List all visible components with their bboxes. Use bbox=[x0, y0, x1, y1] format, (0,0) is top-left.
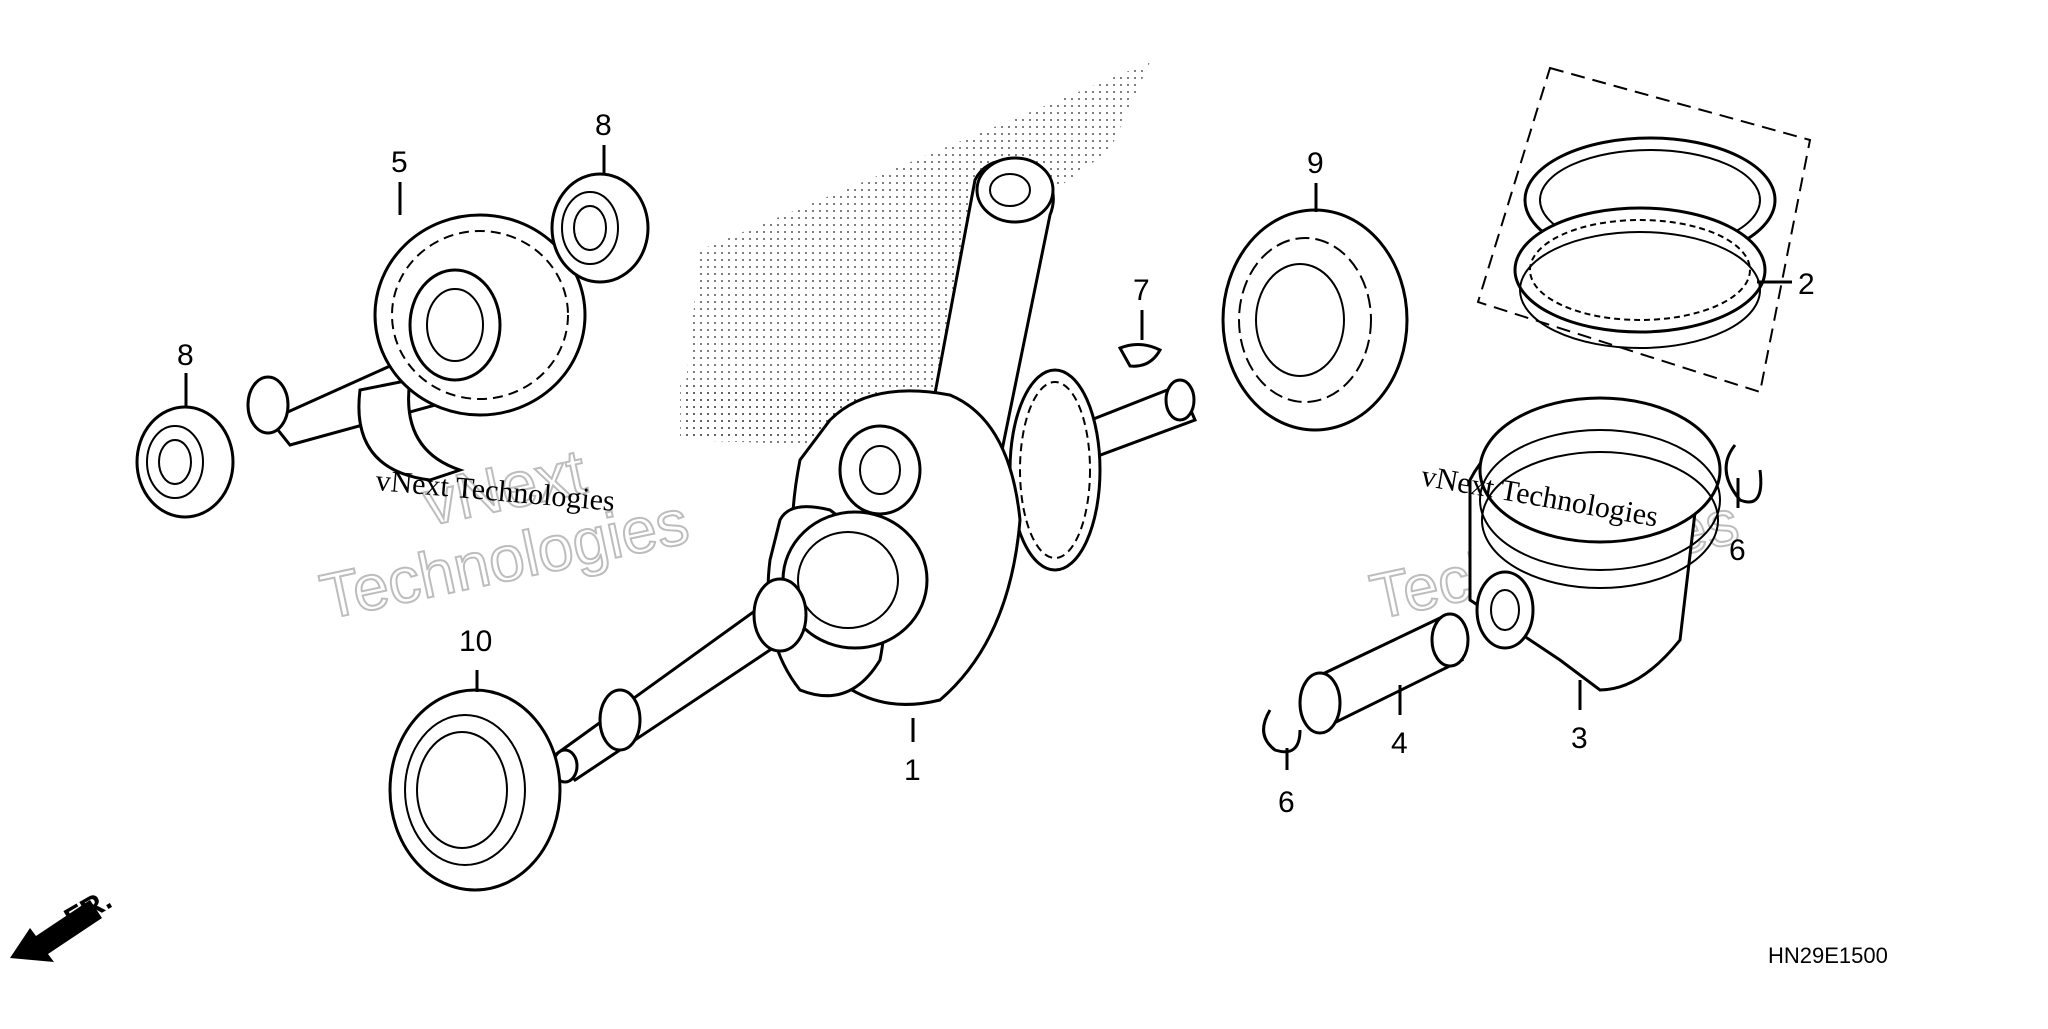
callout-2: 2 bbox=[1798, 268, 1815, 301]
clip-6-lower bbox=[1262, 709, 1302, 754]
piston-3 bbox=[1468, 396, 1722, 692]
bearing-8-upper bbox=[550, 172, 650, 284]
balancer-shaft-5 bbox=[246, 213, 587, 482]
callout-1: 1 bbox=[904, 754, 921, 787]
bearing-9 bbox=[1221, 208, 1409, 432]
leader-lines bbox=[184, 145, 1792, 770]
callout-8-upper: 8 bbox=[595, 109, 612, 142]
callout-5: 5 bbox=[391, 146, 408, 179]
callout-10: 10 bbox=[459, 625, 492, 658]
diagram-code: HN29E1500 bbox=[1768, 943, 1888, 968]
bearing-10 bbox=[388, 688, 562, 892]
callout-4: 4 bbox=[1391, 727, 1408, 760]
callout-3: 3 bbox=[1571, 722, 1588, 755]
crankshaft-1 bbox=[551, 156, 1198, 784]
piston-rings-2 bbox=[1476, 66, 1812, 394]
clip-6-right bbox=[1724, 444, 1763, 504]
front-arrow-icon bbox=[10, 900, 102, 962]
piston-pin-4 bbox=[1298, 612, 1470, 735]
watermark-big-left: vNext Technologies bbox=[313, 434, 695, 634]
callout-6-lower: 6 bbox=[1278, 786, 1295, 819]
callout-7: 7 bbox=[1133, 274, 1150, 307]
bearing-8-left bbox=[135, 405, 235, 519]
callout-9: 9 bbox=[1307, 147, 1324, 180]
callout-8-left: 8 bbox=[177, 339, 194, 372]
callout-6-right: 6 bbox=[1729, 534, 1746, 567]
dotted-logo-watermark bbox=[680, 62, 1150, 450]
key-7 bbox=[1117, 343, 1163, 368]
